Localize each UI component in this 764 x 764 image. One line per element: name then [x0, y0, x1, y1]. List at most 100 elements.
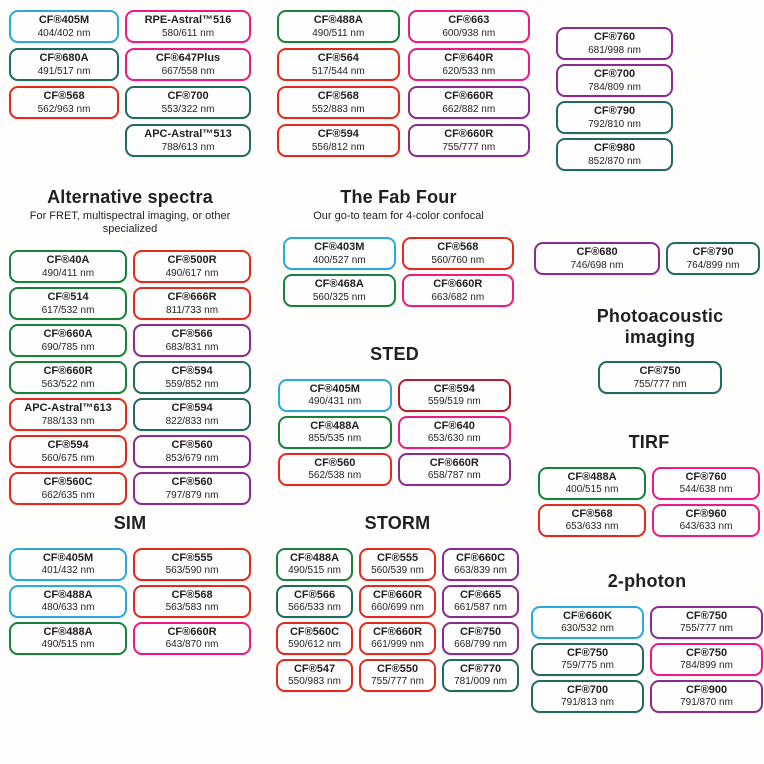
- dye-wavelengths: 784/809 nm: [588, 81, 641, 93]
- dye-wavelengths: 560/675 nm: [41, 452, 95, 464]
- dye-wavelengths: 746/698 nm: [570, 259, 624, 271]
- dye-wavelengths: 759/775 nm: [561, 660, 614, 672]
- dye-wavelengths: 792/810 nm: [588, 118, 641, 130]
- dye-name: CF®488A: [43, 625, 93, 638]
- dye-name: CF®568: [437, 240, 479, 253]
- dye-name: RPE-Astral™516: [144, 13, 232, 26]
- dye-name: CF®560: [171, 438, 213, 451]
- dye-wavelengths: 755/777 nm: [633, 379, 687, 390]
- dye-wavelengths: 643/633 nm: [679, 521, 733, 533]
- dye-wavelengths: 559/519 nm: [427, 396, 481, 408]
- dye-name: CF®660R: [43, 364, 93, 377]
- dye-wavelengths: 822/833 nm: [165, 415, 219, 427]
- dye-wavelengths: 690/785 nm: [41, 341, 95, 353]
- section-title: SIM: [113, 513, 147, 533]
- dye-name: CF®468A: [314, 277, 364, 290]
- dye-wavelengths: 668/799 nm: [454, 639, 507, 651]
- dye-name: CF®760: [593, 30, 636, 43]
- dye-name: CF®568: [43, 89, 85, 102]
- dye-wavelengths: 544/638 nm: [679, 484, 733, 496]
- dye-name: CF®750: [639, 365, 681, 378]
- dye-wavelengths: 553/322 nm: [161, 103, 215, 115]
- dye-name: CF®594: [433, 382, 475, 395]
- dye-name: CF®700: [593, 67, 636, 80]
- dye-wavelengths: 683/831 nm: [165, 341, 219, 353]
- dye-wavelengths: 590/612 nm: [288, 639, 341, 651]
- dye-name: CF®663: [448, 13, 490, 26]
- dye-wavelengths: 852/870 nm: [588, 155, 641, 167]
- dye-name: CF®660R: [444, 127, 494, 140]
- section-fab-four: The Fab Four Our go-to team for 4-color …: [283, 187, 514, 307]
- dye-name: CF®750: [566, 646, 609, 659]
- dye-wavelengths: 563/583 nm: [165, 602, 219, 614]
- dye-wavelengths: 490/515 nm: [41, 639, 95, 651]
- dye-wavelengths: 550/983 nm: [288, 676, 341, 688]
- dye-wavelengths: 853/679 nm: [165, 452, 219, 464]
- dye-name: CF®660R: [444, 89, 494, 102]
- dye-wavelengths: 404/402 nm: [37, 27, 91, 39]
- dye-name: CF®660K: [562, 609, 613, 622]
- dye-wavelengths: 562/963 nm: [37, 103, 91, 115]
- dye-wavelengths: 788/133 nm: [41, 415, 95, 427]
- dye-name: CF®700: [566, 683, 609, 696]
- dye-wavelengths: 661/999 nm: [371, 639, 424, 651]
- dye-name: CF®405M: [38, 13, 90, 26]
- dye-name: CF®900: [685, 683, 728, 696]
- dye-name: CF®488A: [43, 588, 93, 601]
- dye-name: CF®660A: [43, 327, 93, 340]
- dye-wavelengths: 566/533 nm: [288, 602, 341, 614]
- dye-name: CF®980: [593, 141, 636, 154]
- dye-wavelengths: 662/635 nm: [41, 489, 95, 501]
- dye-name: APC-Astral™513: [144, 127, 232, 140]
- dye-wavelengths: 580/611 nm: [161, 27, 215, 39]
- dye-name: CF®568: [171, 588, 213, 601]
